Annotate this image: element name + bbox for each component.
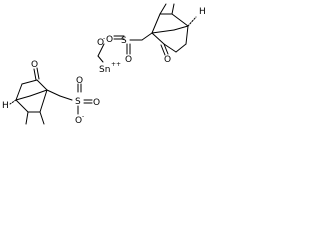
carbonyl-bond	[36, 67, 40, 80]
ring-bond	[21, 79, 38, 85]
ring-bond	[39, 89, 48, 113]
atom-label-o-bottom-ketone: O	[31, 60, 38, 70]
ring-bond	[29, 89, 48, 97]
methyl-bond	[159, 3, 167, 15]
ring-bond	[163, 43, 177, 53]
camphor-unit-top	[97, 3, 197, 57]
camphor-unit-bottom	[9, 67, 93, 125]
carbonyl-bond	[160, 44, 166, 56]
ring-bond	[15, 83, 23, 101]
atom-label-o-bottom-a: O	[76, 76, 83, 86]
ring-bond	[171, 13, 189, 27]
ring-bond	[15, 99, 29, 113]
molecule-svg: H O S O O O - Sn ++ H	[2, 3, 206, 126]
ring-bond	[185, 25, 189, 45]
ring-bond	[173, 25, 189, 31]
methyl-bond	[39, 111, 45, 125]
ring-bond	[151, 32, 165, 45]
charge-o-top-minus: -	[103, 35, 105, 42]
ring-bond	[175, 43, 187, 53]
charge-o-bottom-minus: -	[82, 113, 84, 120]
atom-label-s-top: S	[121, 36, 127, 46]
methylene-bond	[59, 95, 73, 101]
atom-label-o-top-minus: O	[97, 38, 104, 48]
charge-sn: ++	[111, 61, 121, 68]
tin-centre	[97, 55, 104, 63]
ring-bond	[151, 29, 175, 34]
atom-label-o-top-a: O	[106, 35, 113, 45]
atom-label-h-top: H	[199, 7, 206, 17]
atom-label-o-top-ketone: O	[164, 55, 171, 65]
atom-label-o-bottom-minus: O	[75, 116, 82, 126]
ring-bond	[36, 79, 48, 91]
tin-bond	[97, 55, 104, 63]
atom-label-o-bottom-b: O	[93, 98, 100, 108]
methylene-bond	[141, 32, 153, 41]
sulfonate-bond	[97, 43, 105, 57]
atom-label-o-top-b: O	[125, 55, 132, 65]
structure-diagram: H O S O O O - Sn ++ H	[0, 0, 212, 135]
methyl-bond	[171, 3, 175, 15]
atom-label-s-bottom: S	[75, 97, 81, 107]
stereo-bond	[9, 99, 17, 105]
methyl-bond	[25, 111, 29, 125]
atom-label-sn: Sn	[99, 65, 110, 75]
ring-bond	[151, 13, 161, 34]
atom-label-h-bottom: H	[2, 101, 9, 111]
methylene-bond	[46, 89, 61, 97]
stereo-bond	[187, 16, 197, 27]
carbonyl-bond	[163, 43, 169, 55]
ring-bond	[15, 95, 31, 101]
carbonyl-bond	[33, 68, 37, 81]
